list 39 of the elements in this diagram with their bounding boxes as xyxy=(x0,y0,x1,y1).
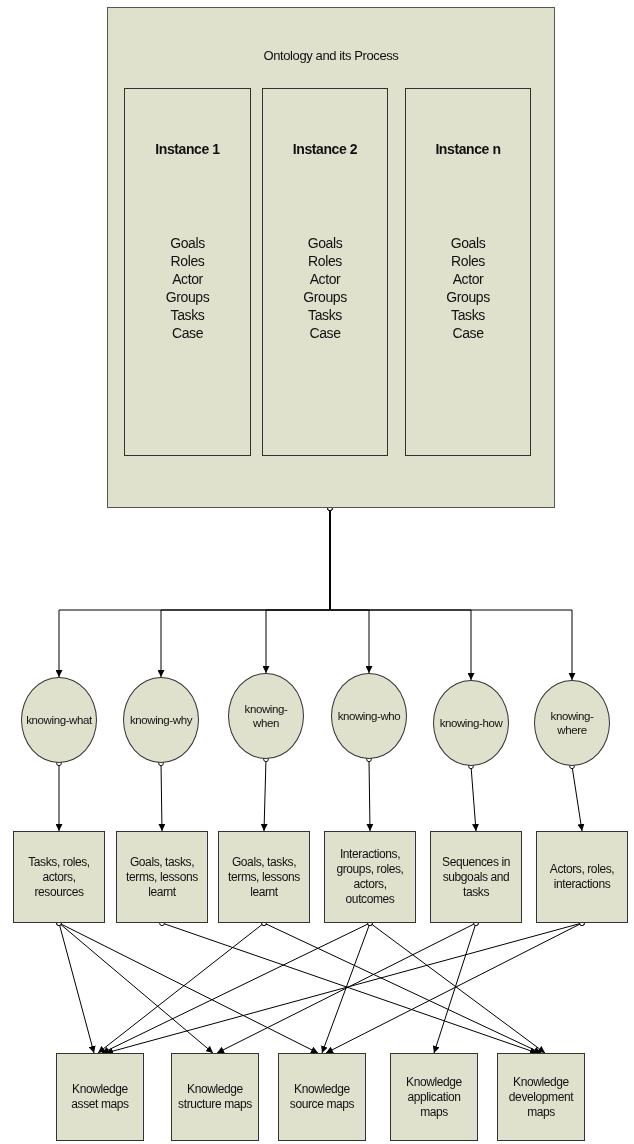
node-label: Goals, tasks, terms, lessons learnt xyxy=(227,854,301,900)
instance-box xyxy=(124,88,251,456)
box-heading: Ontology and its Process xyxy=(263,48,399,65)
instance-box xyxy=(262,88,388,456)
knowledge-box xyxy=(218,831,310,923)
map-box xyxy=(497,1053,585,1141)
node-label: Goals, tasks, terms, lessons learnt xyxy=(125,854,199,900)
node-label: Knowledge asset maps xyxy=(70,1082,130,1112)
node-label: knowing-how xyxy=(439,715,503,731)
node-label: knowing-who xyxy=(337,708,401,724)
element-list: Goals Roles Actor Groups Tasks Case xyxy=(165,233,210,343)
map-box xyxy=(171,1053,259,1141)
instance-box xyxy=(405,88,531,456)
node-label: knowing-where xyxy=(549,708,595,738)
instance-heading: Instance 2 xyxy=(292,141,358,159)
instance-heading: Instance n xyxy=(435,141,501,159)
node-label: knowing-when xyxy=(243,701,289,731)
knowledge-box xyxy=(13,831,105,923)
node-label: knowing-what xyxy=(26,712,92,728)
element-list: Goals Roles Actor Groups Tasks Case xyxy=(446,233,490,343)
map-box xyxy=(278,1053,366,1141)
map-box xyxy=(56,1053,144,1141)
knowledge-box xyxy=(116,831,208,923)
node-label: Actors, roles, interactions xyxy=(548,862,616,892)
knowledge-box xyxy=(324,831,416,923)
element-list: Goals Roles Actor Groups Tasks Case xyxy=(303,233,347,343)
node-label: Sequences in subgoals and tasks xyxy=(441,854,511,900)
node-label: Interactions, groups, roles, actors, outcomes xyxy=(335,847,405,907)
node-label: Knowledge development maps xyxy=(507,1074,575,1120)
node-label: Knowledge structure maps xyxy=(177,1082,253,1112)
knowledge-box xyxy=(430,831,522,923)
instance-heading: Instance 1 xyxy=(155,141,220,159)
node-label: knowing-why xyxy=(129,712,193,728)
knowledge-box xyxy=(536,831,628,923)
node-label: Tasks, roles, actors, resources xyxy=(27,854,91,900)
process-box xyxy=(107,7,555,508)
node-label: Knowledge source maps xyxy=(288,1082,356,1112)
map-box xyxy=(390,1053,478,1141)
node-label: Knowledge application maps xyxy=(405,1074,463,1120)
